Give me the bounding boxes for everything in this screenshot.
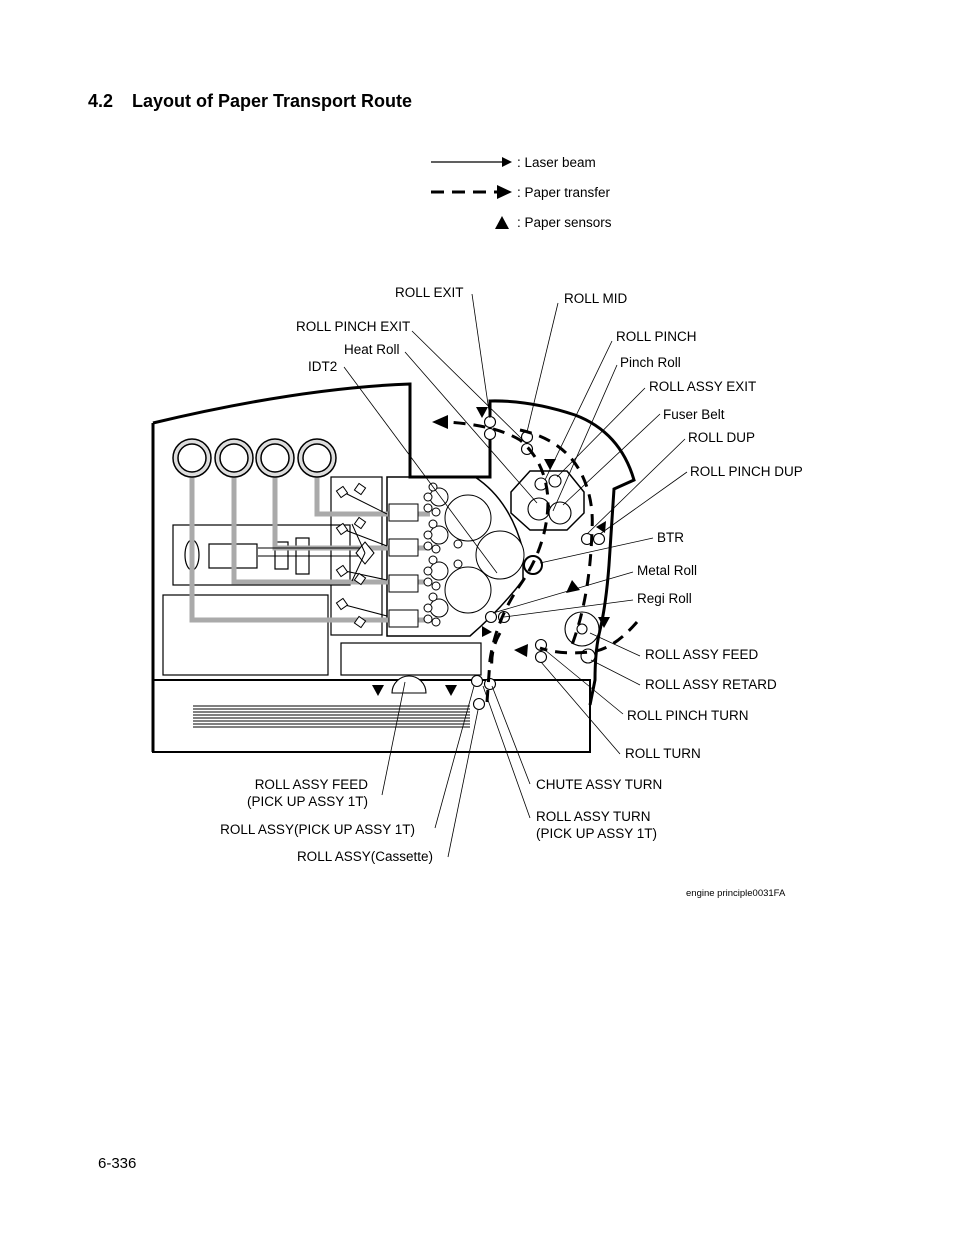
sensor-exit-icon: [476, 407, 488, 418]
toner-cartridges: [172, 438, 430, 623]
label-roll-pinch-exit: ROLL PINCH EXIT: [296, 319, 410, 334]
label-roll-pinch: ROLL PINCH: [616, 329, 697, 344]
section-heading: 4.2 Layout of Paper Transport Route: [88, 91, 412, 112]
paper-stack: [193, 705, 470, 728]
label-roll-pinch-turn: ROLL PINCH TURN: [627, 708, 749, 723]
roll-turn: [534, 650, 548, 664]
label-heat-roll: Heat Roll: [344, 342, 400, 357]
label-roll-mid: ROLL MID: [564, 291, 628, 306]
label-roll-exit: ROLL EXIT: [395, 285, 464, 300]
legend: : Laser beam : Paper transfer : Paper se…: [431, 155, 612, 230]
section-title: Layout of Paper Transport Route: [132, 91, 413, 111]
label-roll-turn: ROLL TURN: [625, 746, 701, 761]
fuser-belt: [548, 501, 572, 525]
leader-lines: [343, 293, 688, 858]
roll-assy-cassette: [472, 697, 486, 711]
laser-beam-arrowhead-icon: [502, 157, 512, 167]
paper-sensors: [372, 407, 610, 696]
label-pinch-roll: Pinch Roll: [620, 355, 681, 370]
metal-roll: [484, 610, 498, 624]
diagram-labels: ROLL EXIT ROLL MID ROLL PINCH EXIT ROLL …: [220, 285, 803, 899]
roll-assy-exit: [548, 474, 562, 488]
label-roll-assy-feed-pickup-1: ROLL ASSY FEED: [255, 777, 369, 792]
legend-paper-transfer: : Paper transfer: [517, 185, 611, 200]
roll-assy-feed-pickup: [391, 675, 427, 694]
label-metal-roll: Metal Roll: [637, 563, 697, 578]
sensor-duplex-icon: [596, 521, 606, 533]
label-roll-assy-exit: ROLL ASSY EXIT: [649, 379, 756, 394]
paper-route: [446, 420, 639, 703]
roll-exit: [483, 415, 497, 429]
roll-pinch-exit: [483, 427, 497, 441]
sensor-cassette-left-icon: [372, 685, 384, 696]
figure-id: engine principle0031FA: [686, 888, 786, 899]
label-roll-dup: ROLL DUP: [688, 430, 755, 445]
paper-transfer-arrowhead-icon: [497, 185, 512, 199]
label-roll-assy-feed-pickup-2: (PICK UP ASSY 1T): [247, 794, 368, 809]
sensor-regi-icon: [482, 626, 492, 637]
label-regi-roll: Regi Roll: [637, 591, 692, 606]
roll-assy-pickup-1t: [470, 674, 484, 688]
label-roll-assy-turn-2: (PICK UP ASSY 1T): [536, 826, 657, 841]
label-roll-assy-feed: ROLL ASSY FEED: [645, 647, 759, 662]
paper-route-arrows: [432, 415, 580, 657]
sensor-cassette-right-icon: [445, 685, 457, 696]
sensor-feed-icon: [598, 617, 610, 628]
roll-pinch-dup: [592, 532, 606, 546]
label-roll-assy-turn-1: ROLL ASSY TURN: [536, 809, 651, 824]
legend-laser-beam: : Laser beam: [517, 155, 596, 170]
label-roll-assy-cassette: ROLL ASSY(Cassette): [297, 849, 433, 864]
label-roll-assy-pickup: ROLL ASSY(PICK UP ASSY 1T): [220, 822, 415, 837]
page-number: 6-336: [98, 1155, 137, 1172]
printer-body: [151, 382, 636, 753]
label-fuser-belt: Fuser Belt: [663, 407, 725, 422]
paper-sensor-legend-icon: [495, 216, 509, 229]
laser-optics: [258, 482, 419, 629]
sensor-fuser-icon: [544, 459, 556, 470]
label-btr: BTR: [657, 530, 684, 545]
label-roll-pinch-dup: ROLL PINCH DUP: [690, 464, 803, 479]
label-chute-assy-turn: CHUTE ASSY TURN: [536, 777, 662, 792]
legend-paper-sensors: : Paper sensors: [517, 215, 612, 230]
imaging-unit: [423, 482, 525, 627]
label-roll-assy-retard: ROLL ASSY RETARD: [645, 677, 777, 692]
label-idt2: IDT2: [308, 359, 337, 374]
section-number: 4.2: [88, 91, 114, 111]
